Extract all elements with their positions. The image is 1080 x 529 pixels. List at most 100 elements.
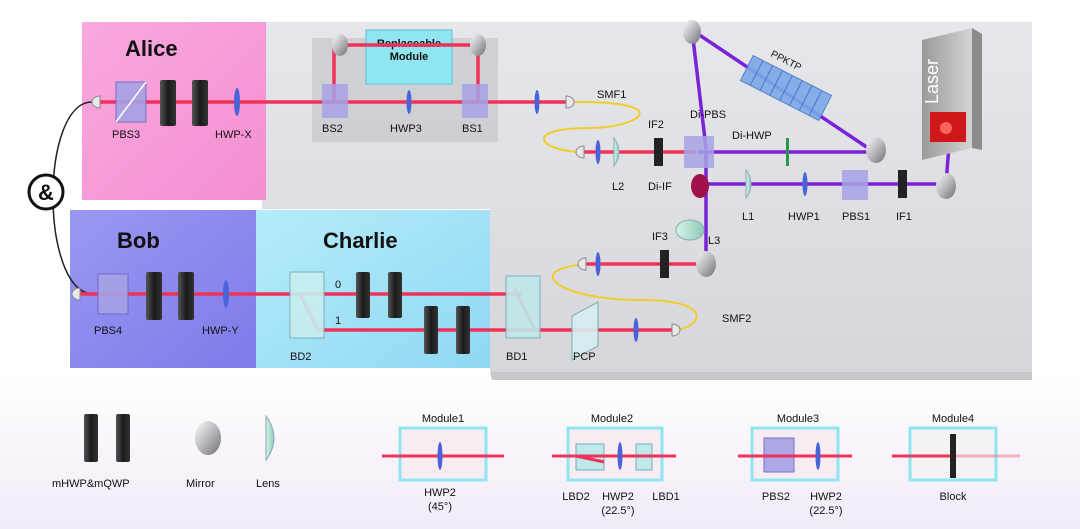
module1-hwp2-icon	[437, 442, 443, 470]
alice-arm-waveplate-icon	[534, 90, 540, 114]
fiber-coupler-smf1-in-icon	[575, 145, 585, 159]
legend-mhwp-icon	[84, 414, 98, 462]
hwp-y-label: HWP-Y	[202, 325, 239, 337]
bs1-label: BS1	[462, 123, 483, 135]
module4-block-icon	[950, 434, 956, 478]
charlie-waveplate-1b-icon	[456, 306, 470, 354]
fiber-smf2	[551, 263, 698, 331]
smf1-waveplate-icon	[595, 140, 601, 164]
module-mirror-left-icon	[332, 34, 348, 56]
module2-displaced-beam	[575, 454, 605, 464]
bd2-displacer-icon	[289, 271, 325, 339]
di-hwp-label: Di-HWP	[732, 130, 772, 142]
di-pbs-cube-icon	[684, 136, 714, 168]
pbs4-label: PBS4	[94, 325, 122, 337]
module1-caption-hwp2: HWP2	[424, 487, 456, 499]
bs2-label: BS2	[322, 123, 343, 135]
l1-label: L1	[742, 211, 754, 223]
alice-waveplate-2-icon	[192, 80, 208, 126]
fiber-coupler-bob-icon	[71, 287, 81, 301]
path-0-label: 0	[335, 279, 341, 291]
if1-label: IF1	[896, 211, 912, 223]
di-pbs-label: Di-PBS	[690, 109, 726, 121]
module-mirror-right-icon	[470, 34, 486, 56]
bs1-cube-icon	[462, 84, 488, 118]
module2-hwp2-icon	[617, 442, 623, 470]
charlie-label: Charlie	[323, 228, 398, 253]
bd2-label: BD2	[290, 351, 311, 363]
module2-title: Module2	[591, 413, 633, 425]
if2-label: IF2	[648, 119, 664, 131]
fiber-coupler-alice-icon	[91, 95, 101, 109]
ppktp-crystal-icon	[739, 54, 833, 122]
di-hwp-icon	[786, 138, 789, 166]
alice-waveplate-1-icon	[160, 80, 176, 126]
coincidence-symbol: &	[38, 180, 54, 205]
legend-waveplates-label: mHWP&mQWP	[52, 478, 130, 490]
module3-caption-hwp2: HWP2	[810, 491, 842, 503]
laser-label: Laser	[922, 59, 942, 104]
hwp3-icon	[406, 90, 412, 114]
if2-filter-icon	[654, 138, 663, 166]
module3-title: Module3	[777, 413, 819, 425]
laser-mirror-icon	[936, 173, 956, 199]
alice-label: Alice	[125, 36, 178, 61]
smf2-in-waveplate-icon	[595, 252, 601, 276]
pcp-label: PCP	[573, 351, 596, 363]
hwp-y-icon	[223, 280, 229, 308]
l3-lens-icon	[675, 219, 705, 241]
if1-filter-icon	[898, 170, 907, 198]
lower-arm-mirror-icon	[696, 251, 716, 277]
module2-caption-hwp2: HWP2	[602, 491, 634, 503]
if3-filter-icon	[660, 250, 669, 278]
bob-waveplate-2-icon	[178, 272, 194, 320]
pbs1-cube-icon	[842, 170, 868, 200]
background-glow	[0, 370, 1080, 529]
hwp-x-label: HWP-X	[215, 129, 252, 141]
bob-waveplate-1-icon	[146, 272, 162, 320]
hwp1-label: HWP1	[788, 211, 820, 223]
pump-mirror-top-icon	[683, 20, 701, 44]
module2-caption-lbd1: LBD1	[652, 491, 680, 503]
laser-box-icon	[922, 28, 982, 160]
fiber-coupler-smf2-in-icon	[577, 257, 587, 271]
bd1-displacer-icon	[505, 275, 541, 339]
pbs3-diagonal	[115, 81, 147, 123]
table-edge	[490, 372, 1032, 380]
smf2-label: SMF2	[722, 313, 751, 325]
pump-mirror-right-icon	[866, 137, 886, 163]
charlie-waveplate-1a-icon	[424, 306, 438, 354]
legend-mqwp-icon	[116, 414, 130, 462]
hwp1-icon	[802, 172, 808, 196]
fiber-coupler-smf2-out-icon	[671, 323, 681, 337]
l3-label: L3	[708, 235, 720, 247]
pbs4-cube-icon	[97, 273, 129, 315]
hwp-x-icon	[234, 88, 240, 116]
bd1-label: BD1	[506, 351, 527, 363]
module1-caption-angle: (45°)	[428, 501, 452, 513]
di-if-label: Di-IF	[648, 181, 672, 193]
charlie-waveplate-0a-icon	[356, 272, 370, 318]
coincidence-circle	[27, 173, 65, 211]
charlie-waveplate-0b-icon	[388, 272, 402, 318]
module1-title: Module1	[422, 413, 464, 425]
if3-label: IF3	[652, 231, 668, 243]
module3-hwp2-icon	[815, 442, 821, 470]
fiber-coupler-smf1-out-icon	[565, 95, 575, 109]
l1-lens-icon	[745, 168, 752, 200]
pbs3-label: PBS3	[112, 129, 140, 141]
replaceable-module-label-2: Module	[390, 51, 429, 63]
pbs1-label: PBS1	[842, 211, 870, 223]
bs2-cube-icon	[322, 84, 348, 118]
pcp-plate-icon	[571, 301, 599, 361]
module3-caption-angle: (22.5°)	[809, 505, 842, 517]
module4-caption-block: Block	[940, 491, 967, 503]
bob-label: Bob	[117, 228, 160, 253]
module2-caption-lbd2: LBD2	[562, 491, 590, 503]
legend-lens-icon	[265, 414, 275, 462]
di-if-mirror-icon	[691, 174, 709, 198]
module3-caption-pbs2: PBS2	[762, 491, 790, 503]
hwp3-label: HWP3	[390, 123, 422, 135]
module4-title: Module4	[932, 413, 974, 425]
